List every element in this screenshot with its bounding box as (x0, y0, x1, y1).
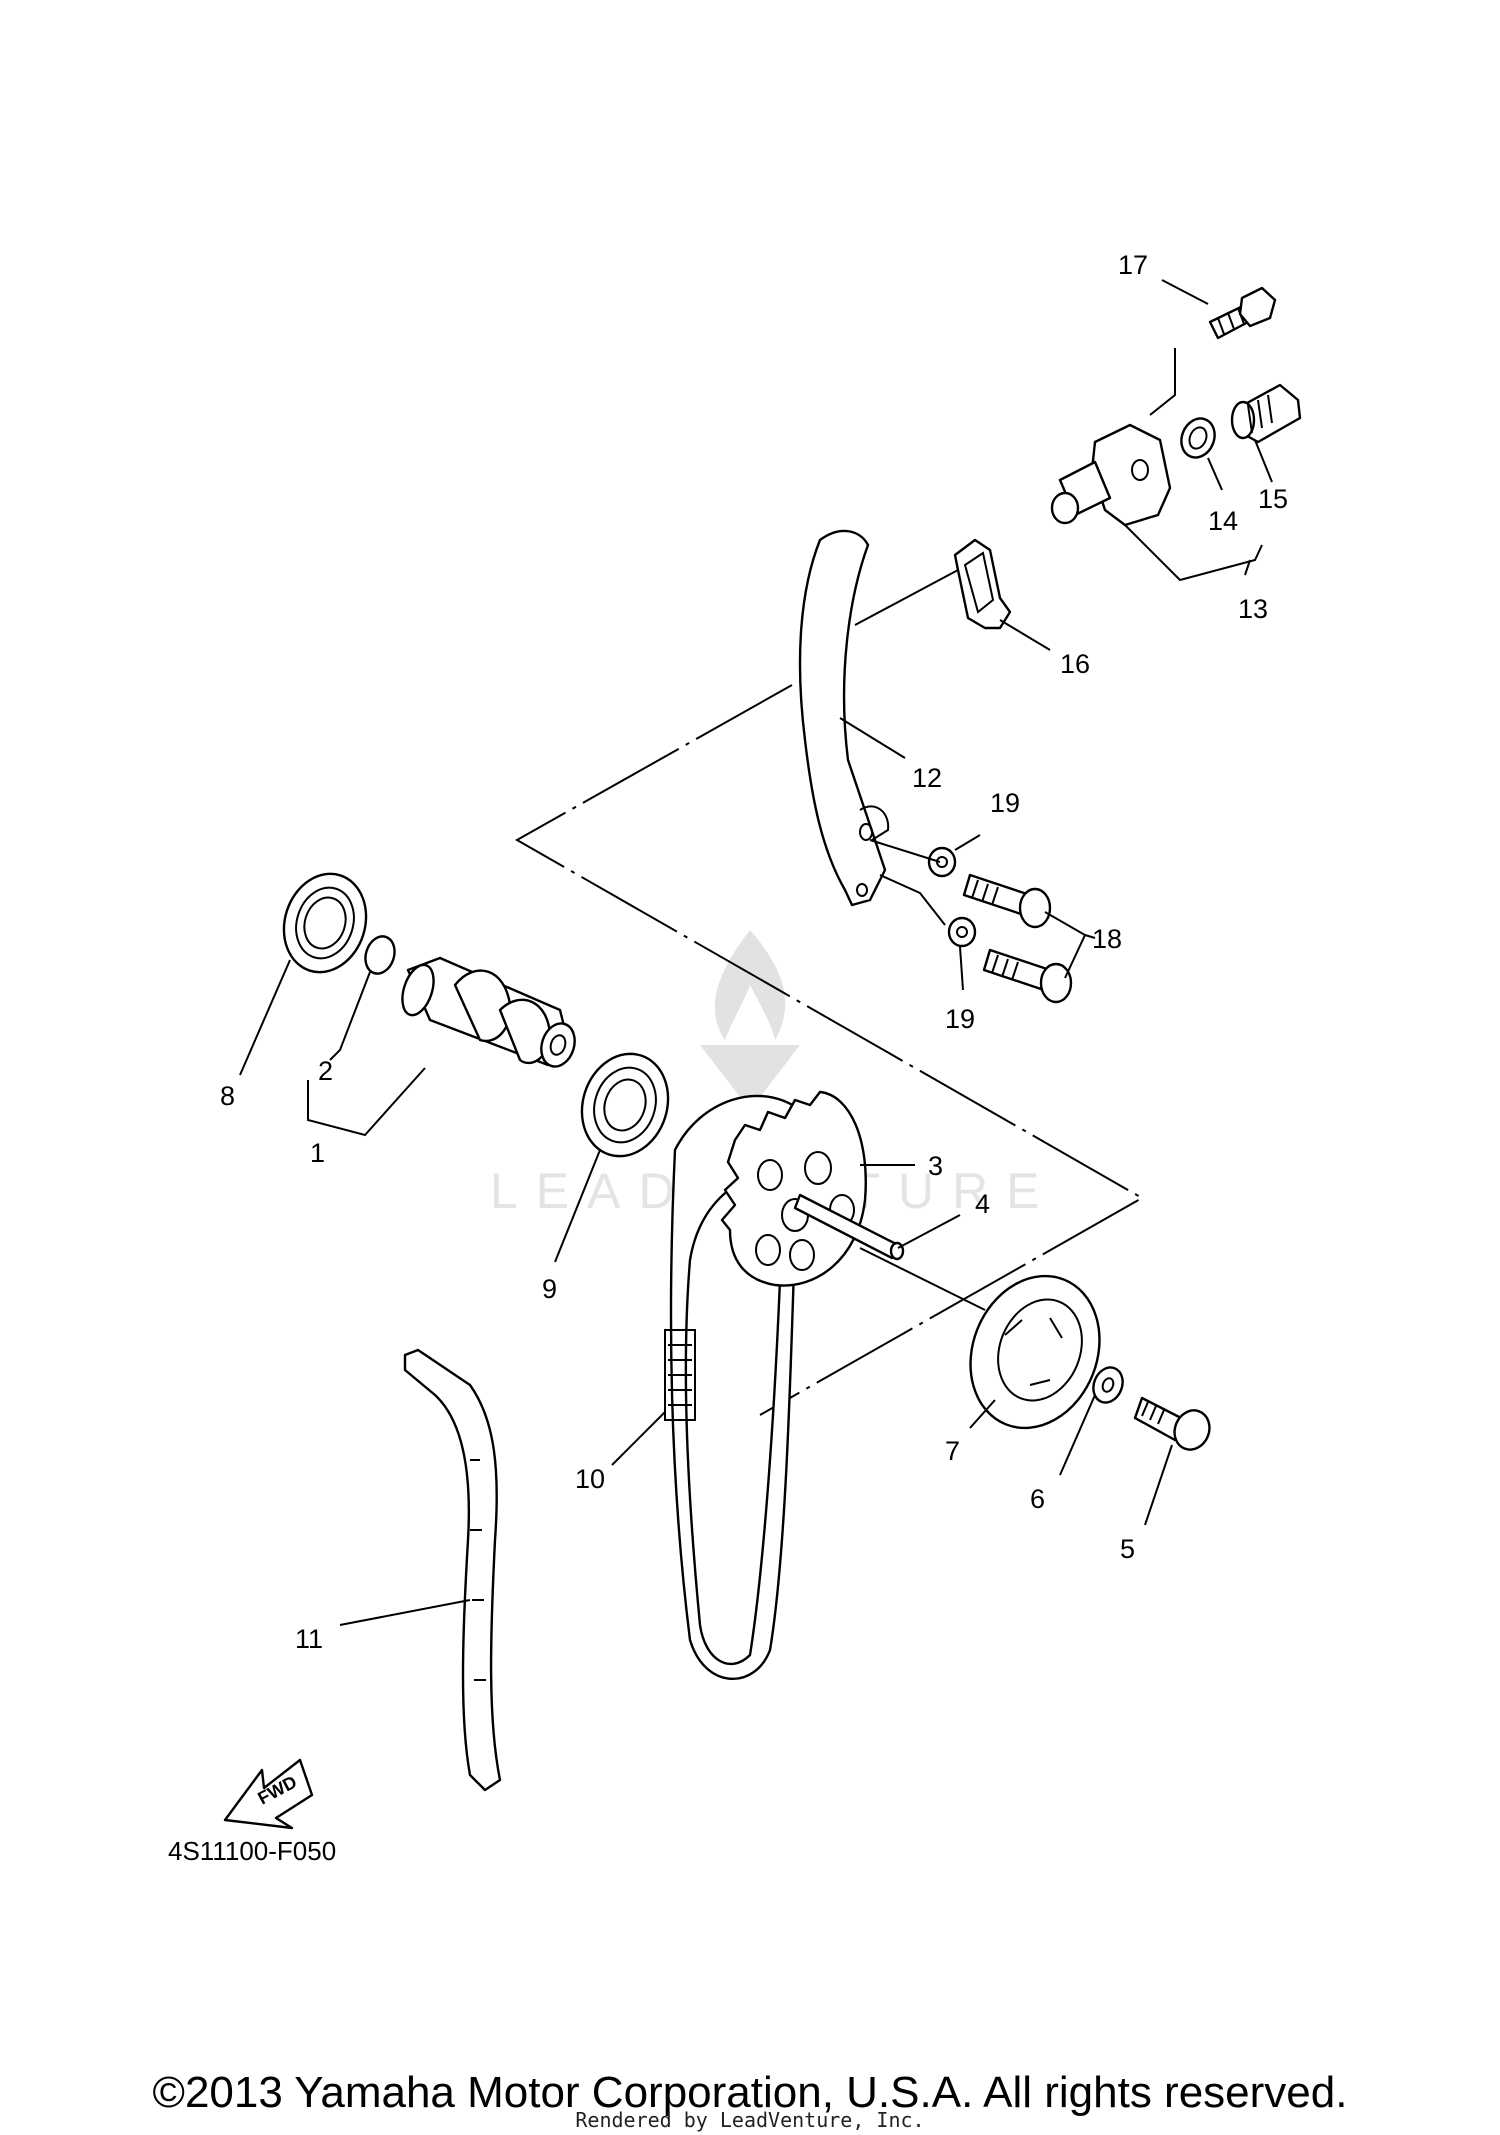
callout-19-bottom: 19 (945, 1004, 975, 1034)
callout-8: 8 (220, 1081, 235, 1111)
part-bolt-5 (1133, 1396, 1211, 1451)
part-camshaft-1 (401, 956, 576, 1068)
part-cam-sprocket-3 (720, 1090, 867, 1287)
callout-3: 3 (928, 1151, 943, 1181)
part-gasket-16 (953, 538, 1012, 630)
callout-5: 5 (1120, 1534, 1135, 1564)
callout-19-top: 19 (990, 788, 1020, 818)
part-cap-bolt-15 (1230, 383, 1302, 444)
rendered-by-notice: Rendered by LeadVenture, Inc. (575, 2108, 925, 2132)
callout-14: 14 (1208, 506, 1238, 536)
part-plate-7 (969, 1274, 1101, 1430)
callout-10: 10 (575, 1464, 605, 1494)
part-o-ring-2 (364, 935, 396, 975)
part-tensioner-13 (1050, 423, 1172, 527)
part-chain-guide-12 (798, 529, 890, 907)
callout-16: 16 (1060, 649, 1090, 679)
part-timing-chain-10 (664, 1094, 810, 1681)
callout-12: 12 (912, 763, 942, 793)
callout-13: 13 (1238, 594, 1268, 624)
part-washer-6 (1092, 1366, 1124, 1404)
figure-code: 4S11100-F050 (168, 1836, 337, 1866)
part-bolt-17 (1208, 286, 1277, 340)
callout-7: 7 (945, 1436, 960, 1466)
callout-4: 4 (975, 1189, 990, 1219)
copyright-notice: ©2013 Yamaha Motor Corporation, U.S.A. A… (152, 2068, 1348, 2117)
leader-lines (239, 279, 1273, 1626)
callout-15: 15 (1258, 484, 1288, 514)
callout-18: 18 (1092, 924, 1122, 954)
part-washers-19 (927, 846, 977, 948)
part-bearing-9 (580, 1052, 670, 1158)
callout-11: 11 (295, 1624, 323, 1654)
part-bearing-8 (282, 872, 368, 974)
part-bolts-18 (962, 873, 1073, 1004)
part-pin-4 (793, 1193, 905, 1261)
fwd-arrow-icon: FWD (223, 1758, 314, 1830)
assembly-plane-outline (514, 684, 1145, 1416)
part-chain-guide-11 (403, 1348, 502, 1792)
callout-17: 17 (1118, 250, 1148, 280)
callout-6: 6 (1030, 1484, 1045, 1514)
callout-labels: 17 15 14 13 16 12 19 18 19 8 2 1 9 3 4 7… (220, 250, 1288, 1654)
callout-1: 1 (310, 1138, 325, 1168)
part-gasket-14 (1180, 417, 1216, 459)
pin-axis-line (859, 1247, 986, 1311)
callout-2: 2 (318, 1056, 333, 1086)
callout-9: 9 (542, 1274, 557, 1304)
